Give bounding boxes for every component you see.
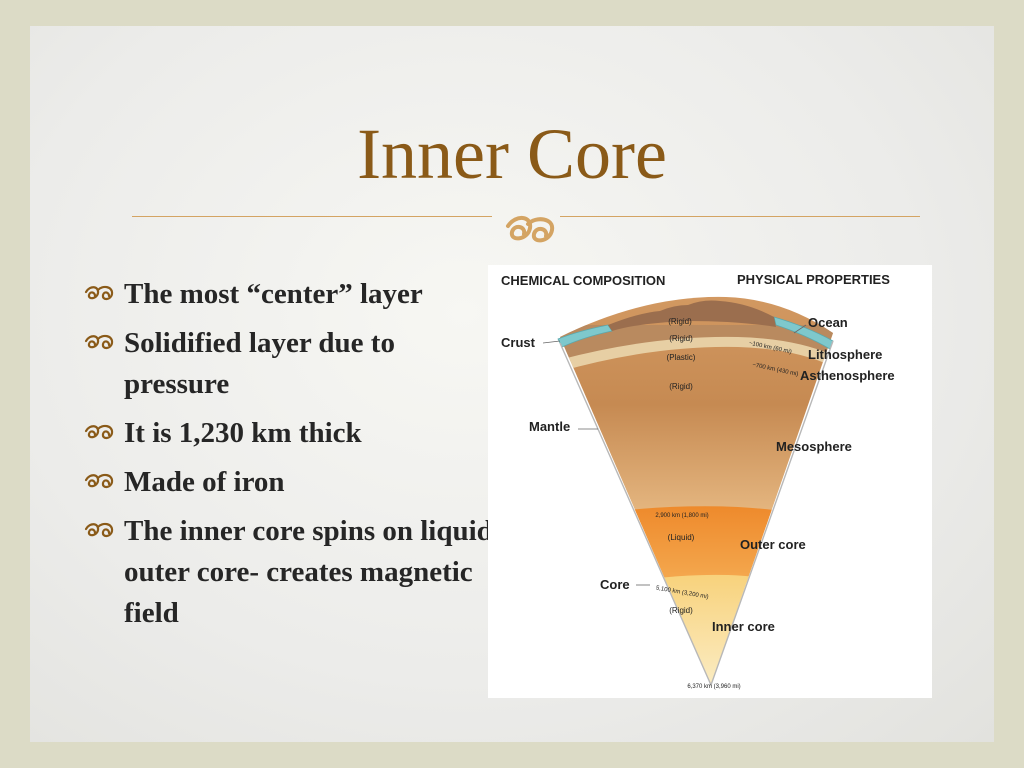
bullet-item: Made of iron xyxy=(80,462,500,503)
state-asthenosphere: (Plastic) xyxy=(667,353,696,362)
label-asthenosphere: Asthenosphere xyxy=(800,368,895,383)
label-outer-core: Outer core xyxy=(740,537,806,552)
bullet-flourish-icon xyxy=(84,522,114,538)
earth-layers-svg: CHEMICAL COMPOSITION PHYSICAL PROPERTIES… xyxy=(501,272,895,690)
bullet-item: It is 1,230 km thick xyxy=(80,413,500,454)
label-mantle: Mantle xyxy=(529,419,570,434)
bullet-item: Solidified layer due to pressure xyxy=(80,323,500,405)
state-outer-core: (Liquid) xyxy=(668,533,695,542)
bullet-text: Solidified layer due to pressure xyxy=(124,327,395,400)
bullet-text: The inner core spins on liquid outer cor… xyxy=(124,515,493,629)
title-rule-left xyxy=(132,216,492,217)
bullet-text: It is 1,230 km thick xyxy=(124,417,362,449)
header-physical-properties: PHYSICAL PROPERTIES xyxy=(737,272,890,287)
leader-ocean xyxy=(793,324,807,334)
slide: Inner Core The most “center” layer Solid… xyxy=(30,26,994,742)
label-mesosphere: Mesosphere xyxy=(776,439,852,454)
wedge-layers xyxy=(560,296,833,686)
label-inner-core: Inner core xyxy=(712,619,775,634)
earth-layers-diagram: CHEMICAL COMPOSITION PHYSICAL PROPERTIES… xyxy=(488,265,932,698)
title-rule-right xyxy=(560,216,920,217)
slide-title: Inner Core xyxy=(357,114,667,194)
state-inner-core: (Rigid) xyxy=(669,606,693,615)
label-lithosphere: Lithosphere xyxy=(808,347,882,362)
header-chemical-composition: CHEMICAL COMPOSITION xyxy=(501,273,665,288)
depth-mantle-base: 2,900 km (1,800 mi) xyxy=(655,513,708,519)
bullet-flourish-icon xyxy=(84,424,114,440)
bullet-item: The most “center” layer xyxy=(80,274,500,315)
bullet-flourish-icon xyxy=(84,334,114,350)
label-crust: Crust xyxy=(501,335,536,350)
depth-center: 6,370 km (3,960 mi) xyxy=(687,684,740,690)
leader-crust xyxy=(542,340,561,344)
state-lithosphere: (Rigid) xyxy=(669,334,693,343)
state-crust: (Rigid) xyxy=(668,317,692,326)
bullet-text: Made of iron xyxy=(124,466,285,498)
label-core: Core xyxy=(600,577,630,592)
bullet-text: The most “center” layer xyxy=(124,278,423,310)
wedge-outline xyxy=(559,340,834,687)
state-mesosphere: (Rigid) xyxy=(669,382,693,391)
bullet-list: The most “center” layer Solidified layer… xyxy=(80,274,500,642)
label-ocean: Ocean xyxy=(808,315,848,330)
flourish-icon xyxy=(506,216,555,243)
bullet-flourish-icon xyxy=(84,285,114,301)
bullet-flourish-icon xyxy=(84,473,114,489)
lithosphere-layer xyxy=(560,325,833,363)
bullet-item: The inner core spins on liquid outer cor… xyxy=(80,511,500,634)
continental-crust xyxy=(608,300,776,331)
